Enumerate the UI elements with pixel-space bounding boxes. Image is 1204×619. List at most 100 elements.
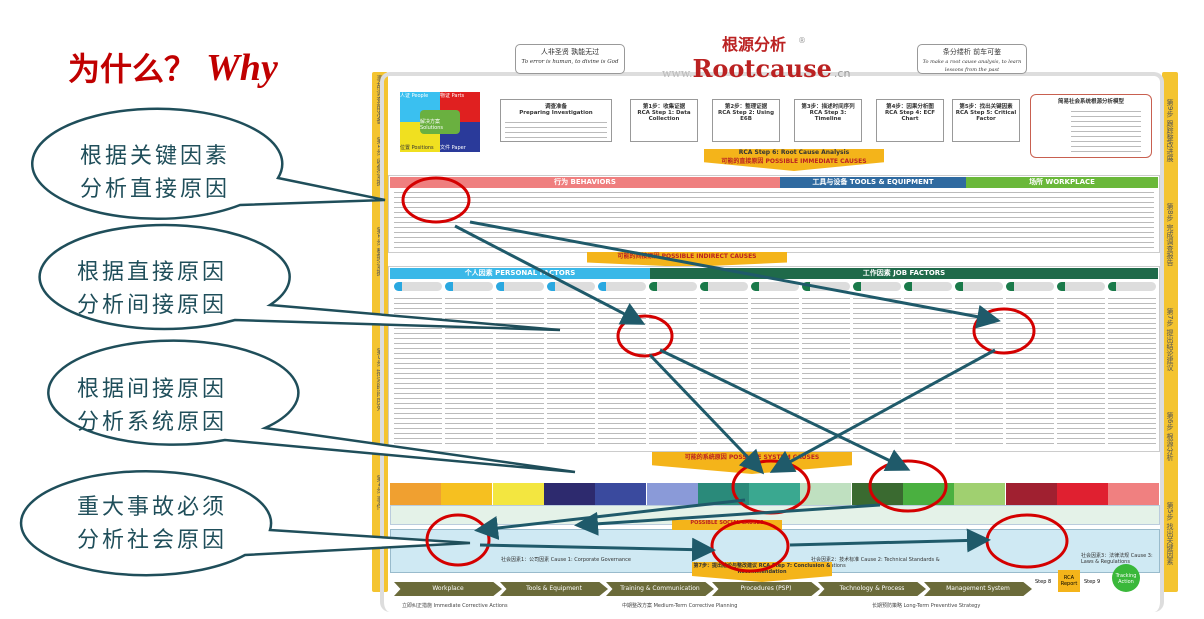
step-cn: 第1步：收集证据 xyxy=(642,104,686,110)
management-element xyxy=(749,483,801,505)
tools-header: 工具与设备 TOOLS & EQUIPMENT xyxy=(780,177,966,188)
step-en: Preparing Investigation xyxy=(519,110,593,116)
connector-arrow xyxy=(469,220,1001,329)
report-box: RCA Report xyxy=(1058,570,1080,592)
management-element xyxy=(800,483,852,505)
management-element xyxy=(595,483,647,505)
factor-header xyxy=(649,282,697,291)
connector-arrow xyxy=(789,528,991,553)
step-en: RCA Step 1: Data Collection xyxy=(637,110,691,122)
speech-bubble-2 xyxy=(38,223,561,332)
social-cause-3: 社会因素3：法律法规 Cause 3: Laws & Regulations xyxy=(1081,553,1153,565)
step-cn: 第5步：找出关键因素 xyxy=(959,104,1013,110)
connector-arrow xyxy=(479,537,716,562)
bubble-line: 根据间接原因 xyxy=(76,377,227,402)
logo-tld: .cn xyxy=(833,67,851,80)
step-en: RCA Step 3: Timeline xyxy=(809,110,847,122)
factor-header xyxy=(802,282,850,291)
highlight-circle xyxy=(710,519,790,573)
factor-header xyxy=(1108,282,1156,291)
quote-cn: 人非圣贤 孰能无过 xyxy=(540,48,600,56)
management-element xyxy=(1005,483,1057,505)
step8-label: Step 8 xyxy=(1035,579,1052,585)
management-system-row xyxy=(390,483,1160,505)
right-rail-label: 第6步 根源分析 xyxy=(1166,412,1174,461)
highlight-circle xyxy=(868,459,948,513)
right-rail-label: 第9步 跟踪整改进展 xyxy=(1166,98,1174,162)
management-element xyxy=(441,483,493,505)
quote-left: 人非圣贤 孰能无过 To error is human, to divine is… xyxy=(515,44,625,74)
bubble-line: 分析间接原因 xyxy=(76,293,227,318)
highlight-circle xyxy=(985,513,1069,569)
factor-header xyxy=(598,282,646,291)
right-rail-label: 第7步 提出结论建议 xyxy=(1166,307,1174,371)
management-element xyxy=(492,483,544,505)
bubble-line: 分析社会原因 xyxy=(76,528,227,553)
highlight-circle xyxy=(616,314,674,358)
highlight-circle xyxy=(972,307,1036,355)
quote-en: To make a root cause analysis, to learn … xyxy=(922,59,1022,73)
connector-arrow xyxy=(648,353,765,475)
quote-cn: 条分缕析 前车可鉴 xyxy=(942,48,1002,56)
factor-column xyxy=(649,282,697,447)
highlight-circle xyxy=(731,459,811,515)
bottom-label: 中期整改方案 Medium-Term Corrective Planning xyxy=(622,603,738,609)
connector-arrow xyxy=(769,348,996,473)
title-en: Why xyxy=(206,47,278,89)
slide-title: 为什么？Why xyxy=(68,44,278,90)
quote-en: To error is human, to divine is God xyxy=(521,59,619,65)
factor-header xyxy=(445,282,493,291)
puzzle-graphic: 人证 People 物证 Parts 位置 Positions 文件 Paper… xyxy=(400,92,480,152)
immediate-causes-label: 可能的直接原因 POSSIBLE IMMEDIATE CAUSES xyxy=(721,158,867,165)
factor-header xyxy=(853,282,901,291)
logo-www: www. xyxy=(662,67,693,80)
step-cn: 第2步：整理证据 xyxy=(724,104,768,110)
management-element xyxy=(851,483,903,505)
bubble-2-text: 根据直接原因分析间接原因 xyxy=(52,256,252,322)
model-box: 简易社会系统根源分析模型 xyxy=(1030,94,1152,158)
corrective-action-chevron: Workplace xyxy=(394,582,502,596)
step-cn: 调查准备 xyxy=(544,104,567,110)
corrective-action-chevron: Procedures (PSP) xyxy=(712,582,820,596)
indirect-causes-arrow: 可能的间接原因 POSSIBLE INDIRECT CAUSES xyxy=(587,252,787,267)
bottom-label: 长期预防策略 Long-Term Preventive Strategy xyxy=(872,603,981,609)
management-element xyxy=(1056,483,1108,505)
speech-bubble-3 xyxy=(47,339,576,474)
behaviors-header: 行为 BEHAVIORS xyxy=(390,177,780,188)
cause-list xyxy=(394,190,1154,248)
factor-header xyxy=(1057,282,1105,291)
connector-arrow xyxy=(574,503,881,536)
job-factors-header: 工作因素 JOB FACTORS xyxy=(650,268,1158,279)
bubble-1-text: 根据关键因素分析直接原因 xyxy=(55,140,255,206)
management-element xyxy=(543,483,595,505)
management-element xyxy=(646,483,698,505)
connector-arrow xyxy=(659,348,911,472)
management-element xyxy=(1108,483,1160,505)
factor-header xyxy=(904,282,952,291)
corrective-action-chevron: Training & Communication xyxy=(606,582,714,596)
bubble-line: 根据关键因素 xyxy=(79,144,230,169)
highlight-circle xyxy=(425,513,491,567)
bubble-3-text: 根据间接原因分析系统原因 xyxy=(52,373,252,439)
factor-header xyxy=(955,282,1003,291)
logo-en: Rootcause xyxy=(692,54,832,83)
factor-column xyxy=(904,282,952,447)
factor-column xyxy=(751,282,799,447)
bubble-line: 重大事故必须 xyxy=(76,495,227,520)
step-en: RCA Step 5: Critical Factor xyxy=(955,110,1017,122)
factor-header xyxy=(394,282,442,291)
step-en: RCA Step 4: ECF Chart xyxy=(884,110,936,122)
model-title: 简易社会系统根源分析模型 xyxy=(1057,99,1124,105)
right-rail-label: 第5步 找出关键因素 xyxy=(1166,502,1174,566)
social-cause-1: 社会因素1：公司因素 Cause 1: Corporate Governance xyxy=(501,557,631,563)
connector-arrow xyxy=(474,498,746,540)
step-cn: 第4步：因果分析图 xyxy=(886,104,934,110)
factor-header xyxy=(496,282,544,291)
connector-arrow xyxy=(454,224,646,325)
step-cn: 第3步：描述时间序列 xyxy=(801,104,855,110)
